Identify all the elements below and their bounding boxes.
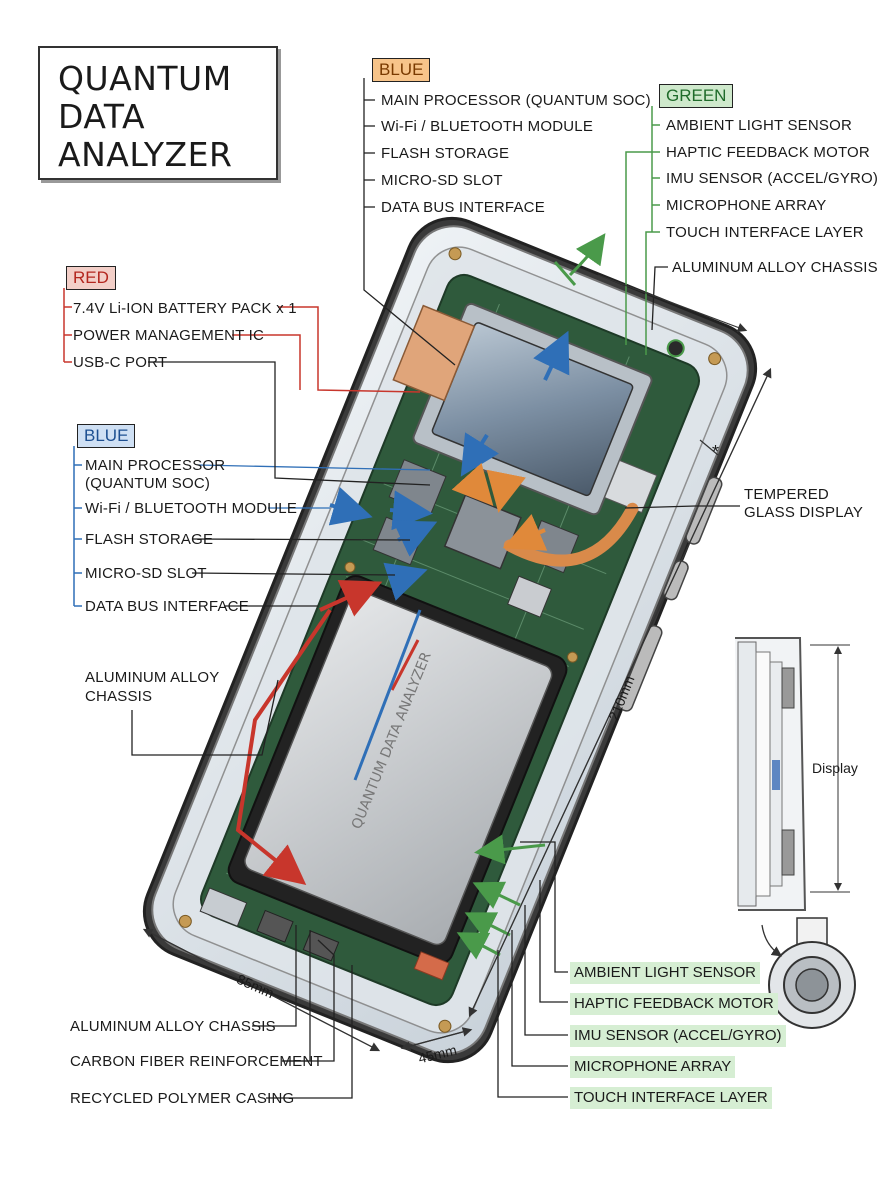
blue-left-flash: FLASH STORAGE (85, 531, 214, 548)
top-item-databus: DATA BUS INTERFACE (381, 199, 545, 216)
green-top-ambient: AMBIENT LIGHT SENSOR (666, 117, 852, 134)
green-bottom-ambient: AMBIENT LIGHT SENSOR (570, 962, 760, 984)
red-item-pmic: POWER MANAGEMENT IC (73, 327, 265, 344)
blue-left-tag: BLUE (77, 424, 136, 448)
title-line-2: DATA (58, 97, 146, 136)
bottom-left-polymer: RECYCLED POLYMER CASING (70, 1090, 295, 1107)
title-line-3: ANALYZER (58, 135, 233, 174)
green-bottom-touch: TOUCH INTERFACE LAYER (570, 1087, 772, 1109)
red-group-tag: RED (66, 266, 116, 290)
top-item-flash: FLASH STORAGE (381, 145, 510, 162)
red-item-usbc: USB-C PORT (73, 354, 168, 371)
top-item-wifi: Wi-Fi / BLUETOOTH MODULE (381, 118, 594, 135)
asterisk-mark: * (712, 442, 720, 462)
green-top-chassis: ALUMINUM ALLOY CHASSIS (672, 259, 878, 276)
green-bottom-imu: IMU SENSOR (ACCEL/GYRO) (570, 1025, 786, 1047)
green-top-haptic: HAPTIC FEEDBACK MOTOR (666, 144, 870, 161)
top-item-microsd: MICRO-SD SLOT (381, 172, 503, 189)
cross-section-inset (735, 637, 856, 1029)
green-top-tag: GREEN (659, 84, 734, 108)
title-box: QUANTUM DATA ANALYZER (38, 46, 278, 180)
blue-left-microsd: MICRO-SD SLOT (85, 565, 207, 582)
inset-display-label: Display (812, 760, 858, 776)
tempered-line2: GLASS DISPLAY (744, 504, 864, 521)
bottom-left-chassis: ALUMINUM ALLOY CHASSIS (70, 1018, 276, 1035)
green-bottom-mic: MICROPHONE ARRAY (570, 1056, 736, 1078)
green-top-touch: TOUCH INTERFACE LAYER (666, 224, 864, 241)
blue-left-quantum-soc: (QUANTUM SOC) (85, 475, 211, 492)
left-chassis-line1: ALUMINUM ALLOY (85, 669, 220, 686)
bottom-left-carbon: CARBON FIBER REINFORCEMENT (70, 1053, 323, 1070)
red-item-battery: 7.4V Li-ION BATTERY PACK x 1 (73, 300, 297, 317)
green-bottom-haptic: HAPTIC FEEDBACK MOTOR (570, 993, 778, 1015)
blue-left-main-processor: MAIN PROCESSOR (85, 457, 226, 474)
title-line-1: QUANTUM (58, 59, 232, 98)
green-top-imu: IMU SENSOR (ACCEL/GYRO) (666, 170, 879, 187)
top-item-main-processor: MAIN PROCESSOR (QUANTUM SOC) (381, 92, 651, 109)
green-top-mic: MICROPHONE ARRAY (666, 197, 827, 214)
blue-left-wifi: Wi-Fi / BLUETOOTH MODULE (85, 500, 298, 517)
left-chassis-line2: CHASSIS (85, 688, 153, 705)
top-group-tag: BLUE (372, 58, 431, 82)
tempered-line1: TEMPERED (744, 486, 829, 503)
blue-left-databus: DATA BUS INTERFACE (85, 598, 249, 615)
